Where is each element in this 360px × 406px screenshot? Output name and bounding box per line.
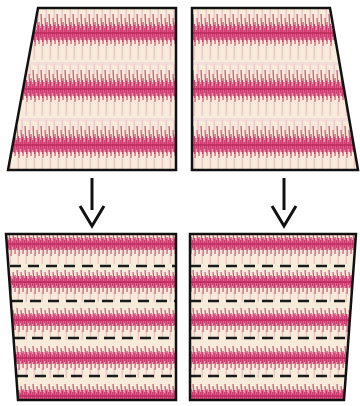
panel-bottom-left [6,234,176,400]
panel-top-right [192,8,358,170]
panel-bottom-right [190,234,356,400]
panel-top-left [8,8,176,170]
arrow-right [272,178,296,226]
arrow-left [80,178,104,226]
